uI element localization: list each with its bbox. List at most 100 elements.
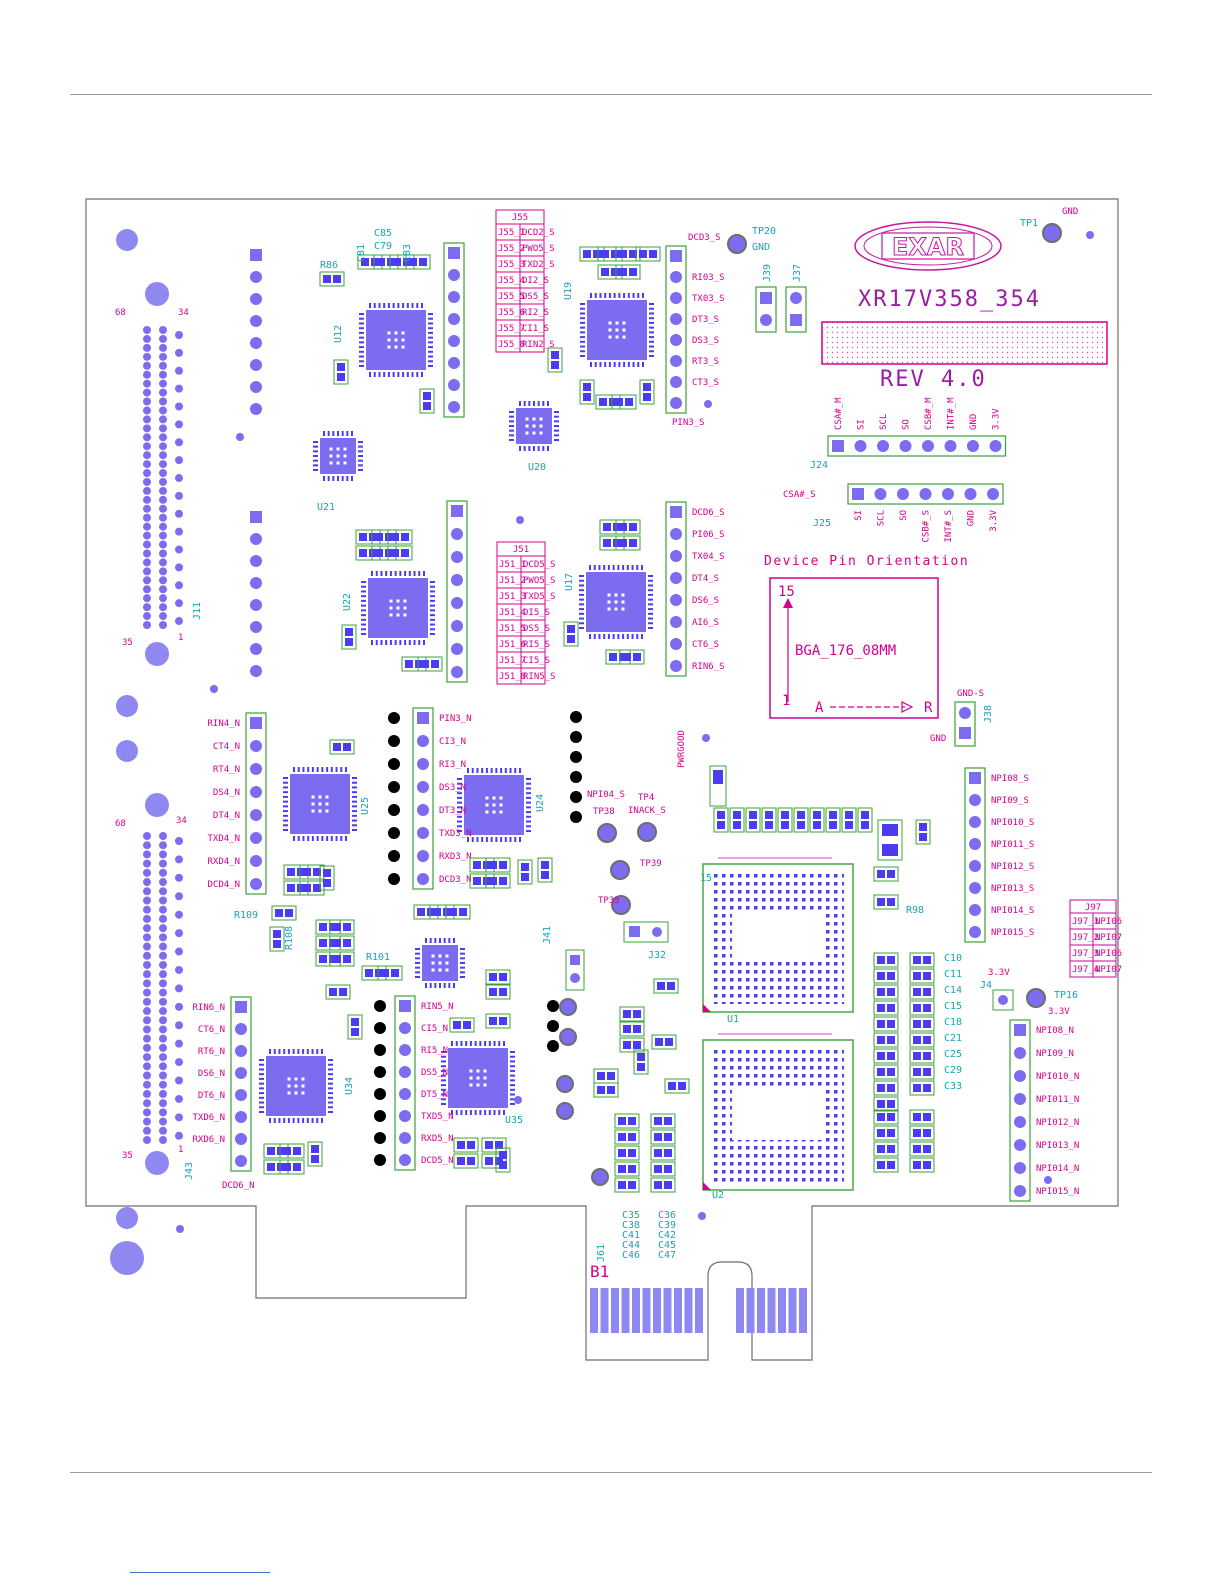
thermal-via (608, 321, 612, 325)
thermal-via (389, 613, 393, 617)
ic-pad (283, 805, 288, 808)
r109-label: R109 (234, 910, 258, 921)
connector-pin (143, 406, 151, 415)
connector-pin (159, 1126, 167, 1135)
connector-pin (159, 942, 167, 951)
header-pin (374, 1022, 386, 1034)
ic-pad (259, 1059, 264, 1061)
header-pin-label: DCD3_N (439, 875, 472, 885)
connector-pin (159, 1117, 167, 1126)
cap-outline (537, 857, 553, 883)
mounting-holes (110, 229, 169, 1275)
header-pin (570, 751, 582, 763)
ic-pad (648, 622, 653, 625)
ic-pad (460, 957, 465, 960)
ic-pad (533, 401, 535, 406)
label-area (821, 321, 1108, 365)
ic-pad (617, 565, 620, 570)
thermal-via (539, 431, 543, 435)
connector-pin (175, 965, 183, 974)
header-pin (570, 791, 582, 803)
ic-pad (359, 355, 364, 358)
footer-link-underline[interactable] (130, 1572, 270, 1573)
ic-pad (608, 362, 611, 367)
cap-outline (825, 807, 841, 833)
cap-pad (467, 1141, 475, 1149)
cap-pad (541, 871, 549, 879)
ic-pad (490, 837, 493, 842)
ic-pad (278, 1118, 281, 1123)
cap-pad (623, 1025, 631, 1033)
cap-outline (873, 1157, 899, 1173)
ic-pad (580, 321, 585, 324)
cap-pad (643, 383, 651, 391)
table-cell-text: CI5_S (523, 656, 550, 666)
ic-pad (648, 598, 653, 601)
cap-pad (489, 877, 497, 885)
header-pin (877, 440, 889, 452)
cap-pad (668, 1082, 676, 1090)
connector-pin (159, 1034, 167, 1043)
ic-pad (402, 372, 405, 377)
connector-pin (143, 594, 151, 603)
connector-pin (143, 868, 151, 877)
header-outline (412, 707, 434, 890)
ic-pad (481, 768, 484, 773)
ic-pad (526, 811, 531, 814)
ic-pad (649, 303, 654, 305)
cap-pad (633, 1041, 641, 1049)
header-pin-label: RT4_N (213, 765, 240, 775)
cap-pad (361, 258, 369, 266)
cap-pad (333, 743, 341, 751)
capacitor (269, 926, 285, 952)
cap-pad (717, 811, 725, 819)
thermal-via (401, 331, 405, 335)
ic-pad (328, 1092, 333, 1095)
ic-pad (547, 446, 549, 451)
ic-pad (439, 983, 441, 988)
ic-pad (579, 593, 584, 596)
cap-pad (923, 988, 931, 996)
ic-pad (510, 1060, 515, 1063)
ic-pad (316, 1118, 319, 1123)
connector-pin (159, 1016, 167, 1025)
connector-pin (159, 352, 167, 361)
capacitor (873, 1016, 899, 1032)
j92-bottom-label: DCD6_N (222, 1181, 255, 1191)
connector-pin (159, 1043, 167, 1052)
header-pin-label: RI03_S (692, 273, 725, 283)
connector-pin (143, 522, 151, 531)
cap-pad (495, 1141, 503, 1149)
cap-pad (611, 268, 619, 276)
connector-pin (159, 406, 167, 415)
cap-pad (813, 811, 821, 819)
cap-pad (717, 821, 725, 829)
ic-pad (451, 1041, 453, 1046)
cap-pad (333, 923, 341, 931)
ic-pad (283, 819, 288, 822)
cap-pad (423, 392, 431, 400)
j4-label: J4 (980, 980, 992, 991)
ic-pad (451, 1110, 453, 1115)
ic-pad (498, 1110, 501, 1115)
capacitor (873, 952, 899, 968)
header-pin-label: RXD5_N (421, 1134, 454, 1144)
ic-pad (509, 768, 512, 773)
ic-pad (283, 1118, 286, 1123)
ic-pad (441, 1055, 446, 1058)
connector-pin (159, 486, 167, 495)
header-pin (670, 250, 682, 262)
header-pin (399, 1110, 411, 1122)
ic-pad (430, 581, 435, 583)
ic-pad (649, 340, 654, 343)
thermal-via (499, 796, 503, 800)
header-pin-label: RIN6_S (692, 662, 725, 672)
ic-pad (361, 614, 366, 617)
ic-pad (537, 446, 540, 451)
header-pin (670, 355, 682, 367)
cap-outline (873, 1125, 899, 1141)
header-pin (670, 292, 682, 304)
ic-pad (415, 976, 420, 978)
table-cell-text: J55_7 (498, 324, 525, 334)
capacitor (761, 807, 777, 833)
